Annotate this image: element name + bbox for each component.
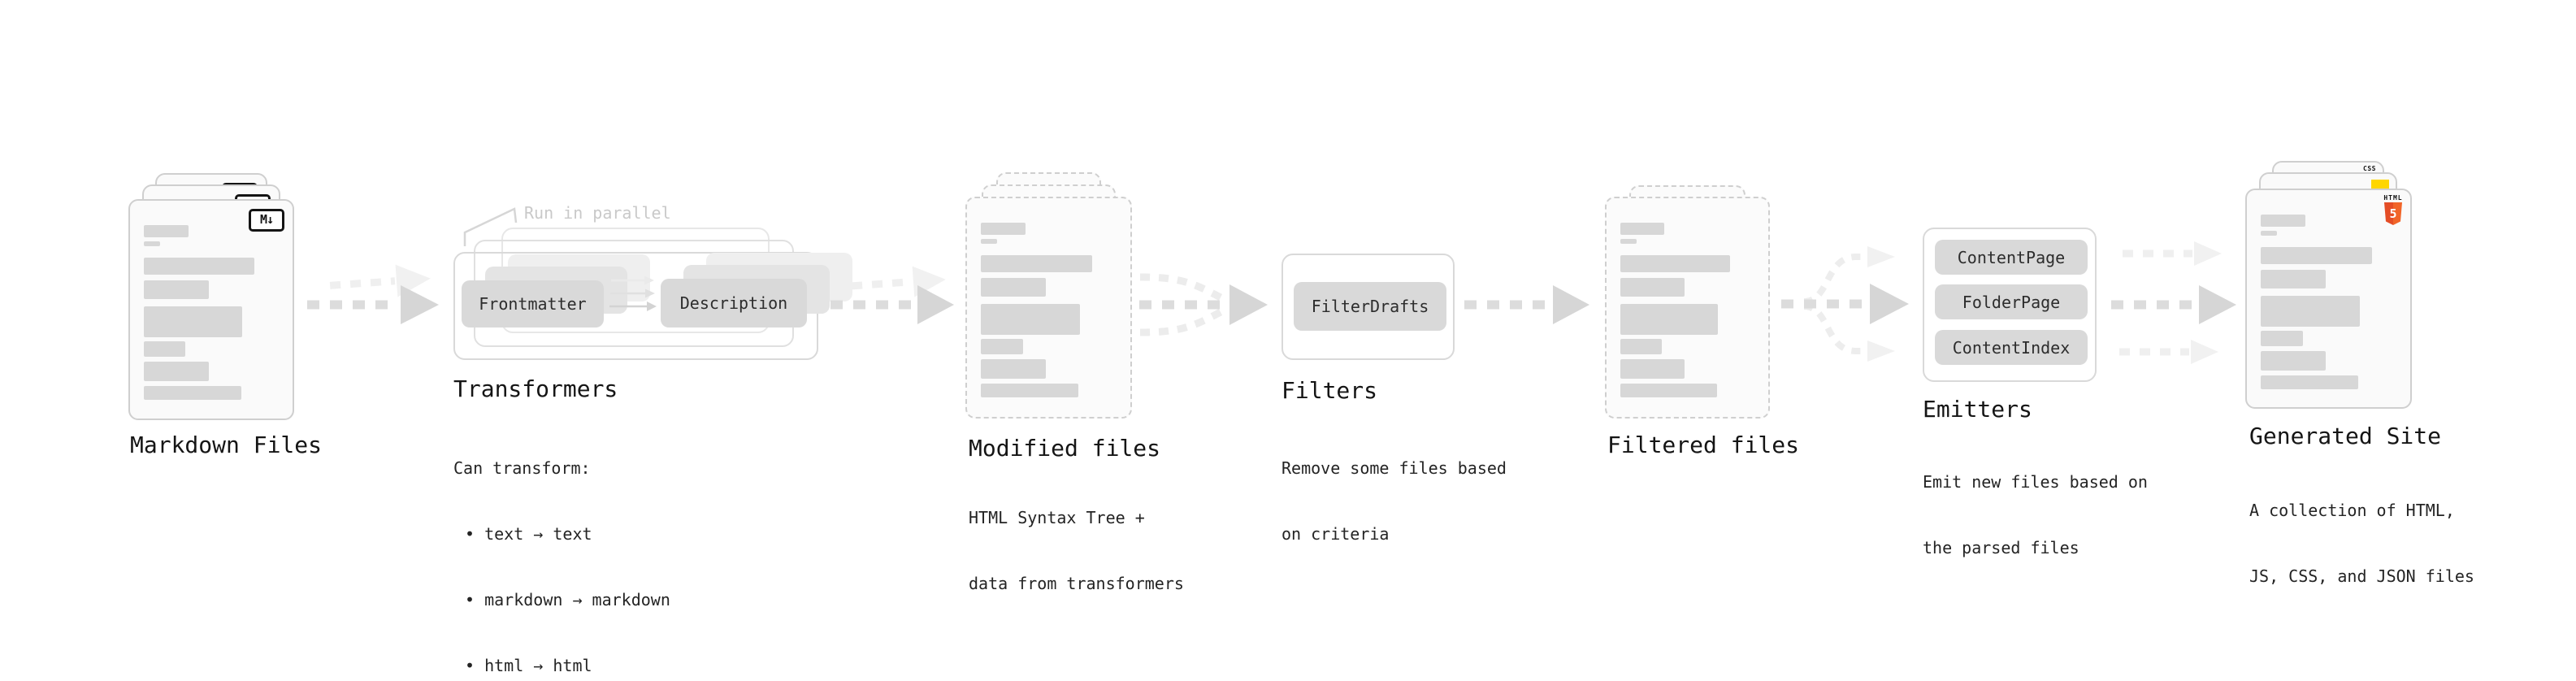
filters-description: Remove some files based on criteria [1281,414,1507,589]
can-transform-title: Can transform: [453,458,591,478]
doc-placeholder-lines [1620,198,1754,397]
generated-site-stack: CSS HTML 5 [2245,161,2412,409]
emitters-label: Emitters [1923,396,2032,423]
doc-line [2261,375,2359,389]
desc-line: HTML Syntax Tree + [969,508,1145,527]
doc-line [144,341,186,357]
markdown-icon: M↓ [249,209,284,232]
doc-line [981,304,1080,335]
filterdrafts-box: FilterDrafts [1294,282,1446,331]
doc-line [2261,331,2303,346]
markdown-file-card-front: M↓ [128,199,294,420]
doc-line [981,223,1026,235]
doc-line [1620,384,1717,397]
doc-line [2261,351,2327,371]
doc-line [2261,247,2372,264]
arrow-filtered-to-emitters [1781,246,1909,362]
filters-label: Filters [1281,377,1378,404]
folderpage-box: FolderPage [1935,284,2088,319]
bullet-item: • text → text [465,524,592,544]
doc-line [144,241,160,246]
modified-files-stack [965,172,1132,419]
generated-site-description: A collection of HTML, JS, CSS, and JSON … [2249,456,2474,631]
doc-line [981,339,1023,354]
desc-line: Emit new files based on [1923,472,2148,492]
emitters-panel: ContentPage FolderPage ContentIndex [1923,228,2097,382]
desc-line: A collection of HTML, [2249,501,2455,520]
desc-line: the parsed files [1923,538,2079,557]
markdown-files-stack: M↓ M↓ M↓ [128,173,294,420]
desc-line: JS, CSS, and JSON files [2249,566,2474,586]
doc-line [981,278,1047,297]
bullet-item: • html → html [465,656,592,675]
arrow-modified-to-filters [1139,273,1268,336]
doc-line [144,386,241,400]
modified-file-card-front [965,197,1132,419]
modified-files-description: HTML Syntax Tree + data from transformer… [969,463,1184,639]
desc-line: data from transformers [969,574,1184,593]
doc-line [1620,359,1685,379]
desc-line: Remove some files based [1281,458,1507,478]
doc-line [2261,231,2278,236]
filters-panel: FilterDrafts [1281,254,1455,360]
generated-site-label: Generated Site [2249,423,2442,449]
filtered-file-card-front [1605,197,1770,419]
doc-line [1620,339,1663,354]
doc-placeholder-lines [144,201,279,400]
doc-line [144,306,243,337]
doc-line [981,359,1047,379]
arrow-markdown-to-transformers [307,264,439,324]
doc-line [144,362,209,381]
doc-line [2261,296,2360,327]
doc-line [981,384,1079,397]
html5-icon: HTML 5 [2383,194,2403,225]
doc-line [144,280,209,299]
arrow-emitters-to-site [2111,241,2236,364]
html-file-card: HTML 5 [2245,189,2412,409]
doc-placeholder-lines [2261,190,2396,389]
javascript-icon [2371,180,2389,190]
doc-line [2261,270,2327,288]
filtered-files-label: Filtered files [1607,432,1800,458]
modified-files-label: Modified files [969,435,1161,462]
doc-line [144,258,255,275]
doc-line [1620,278,1685,297]
transformers-description: Can transform: • text → text • markdown … [453,414,670,681]
doc-line [1620,239,1637,244]
doc-line [1620,255,1731,272]
arrow-filters-to-filtered [1464,285,1589,324]
contentpage-box: ContentPage [1935,240,2088,275]
transformers-label: Transformers [453,375,618,402]
bullet-item: • markdown → markdown [465,590,670,609]
doc-line [1620,304,1719,335]
description-box: Description [661,279,807,327]
run-in-parallel-label: Run in parallel [524,203,671,223]
transformers-stack: Frontmatter Description [453,228,852,360]
emitters-description: Emit new files based on the parsed files [1923,427,2148,603]
doc-line [1620,223,1665,235]
contentindex-box: ContentIndex [1935,330,2088,365]
doc-line [144,225,189,237]
markdown-files-label: Markdown Files [130,432,323,458]
desc-line: on criteria [1281,524,1390,544]
doc-placeholder-lines [981,198,1117,397]
doc-line [981,255,1092,272]
doc-line [2261,215,2306,227]
filtered-files-stack [1605,185,1770,419]
frontmatter-box: Frontmatter [462,280,604,327]
doc-line [981,239,998,244]
